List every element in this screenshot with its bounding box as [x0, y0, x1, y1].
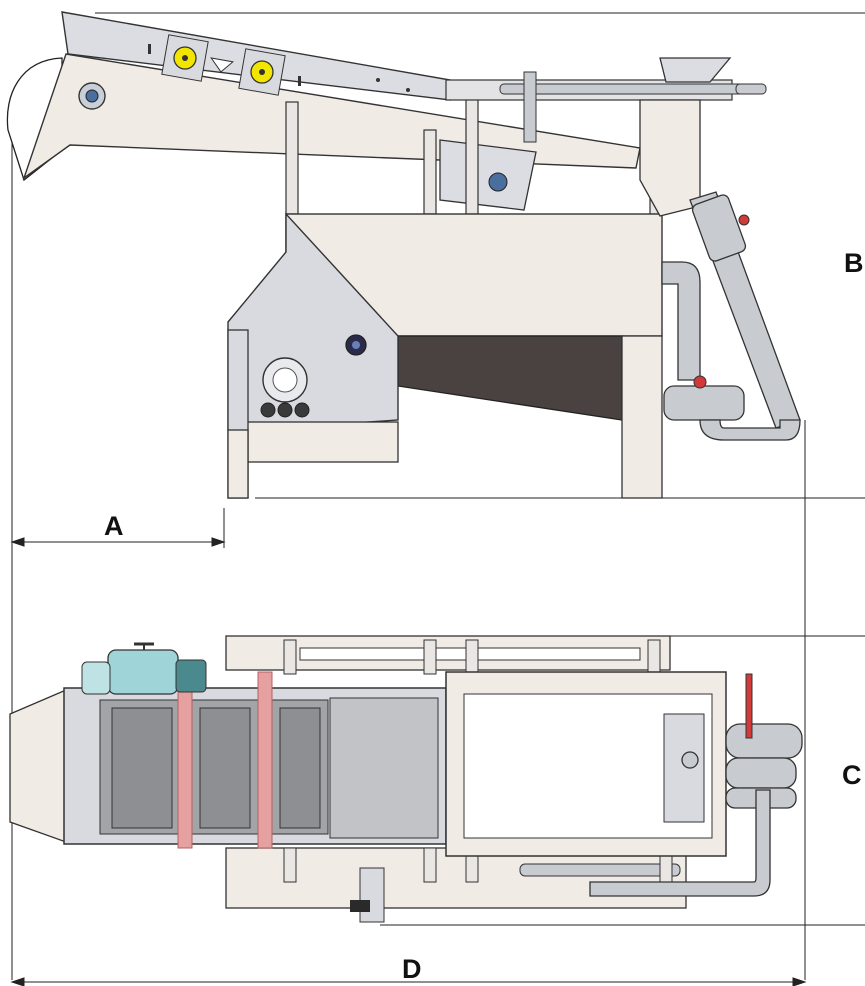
dimension-label-b: B — [844, 248, 864, 278]
leg-left — [227, 429, 249, 499]
leg-right — [621, 335, 663, 499]
warning-triangle — [210, 57, 235, 73]
post-1 — [285, 101, 299, 215]
belt-2 — [257, 671, 273, 849]
pipework-top — [589, 723, 803, 897]
belt-1 — [177, 671, 193, 849]
side-view — [6, 11, 801, 499]
pulley-right — [488, 172, 508, 192]
lower-tray — [439, 139, 537, 211]
dimension-label-d: D — [402, 954, 422, 984]
top-pipe — [499, 83, 761, 95]
dimension-label-a: A — [104, 511, 124, 541]
post-3 — [465, 83, 479, 215]
hopper — [659, 57, 732, 83]
pump-base — [245, 421, 399, 463]
top-hopper — [663, 713, 705, 823]
dark-tank — [397, 335, 623, 421]
dimension-lines — [10, 12, 865, 986]
dimension-label-c: C — [842, 760, 862, 790]
post-2 — [423, 129, 437, 215]
red-handle-top — [745, 673, 753, 739]
top-view — [9, 635, 803, 923]
red-valve-side — [693, 375, 707, 389]
top-rail-lower — [225, 847, 687, 909]
pipework-side — [661, 191, 801, 441]
top-chute — [9, 689, 67, 843]
right-tank — [639, 99, 701, 217]
top-motor — [107, 649, 179, 695]
